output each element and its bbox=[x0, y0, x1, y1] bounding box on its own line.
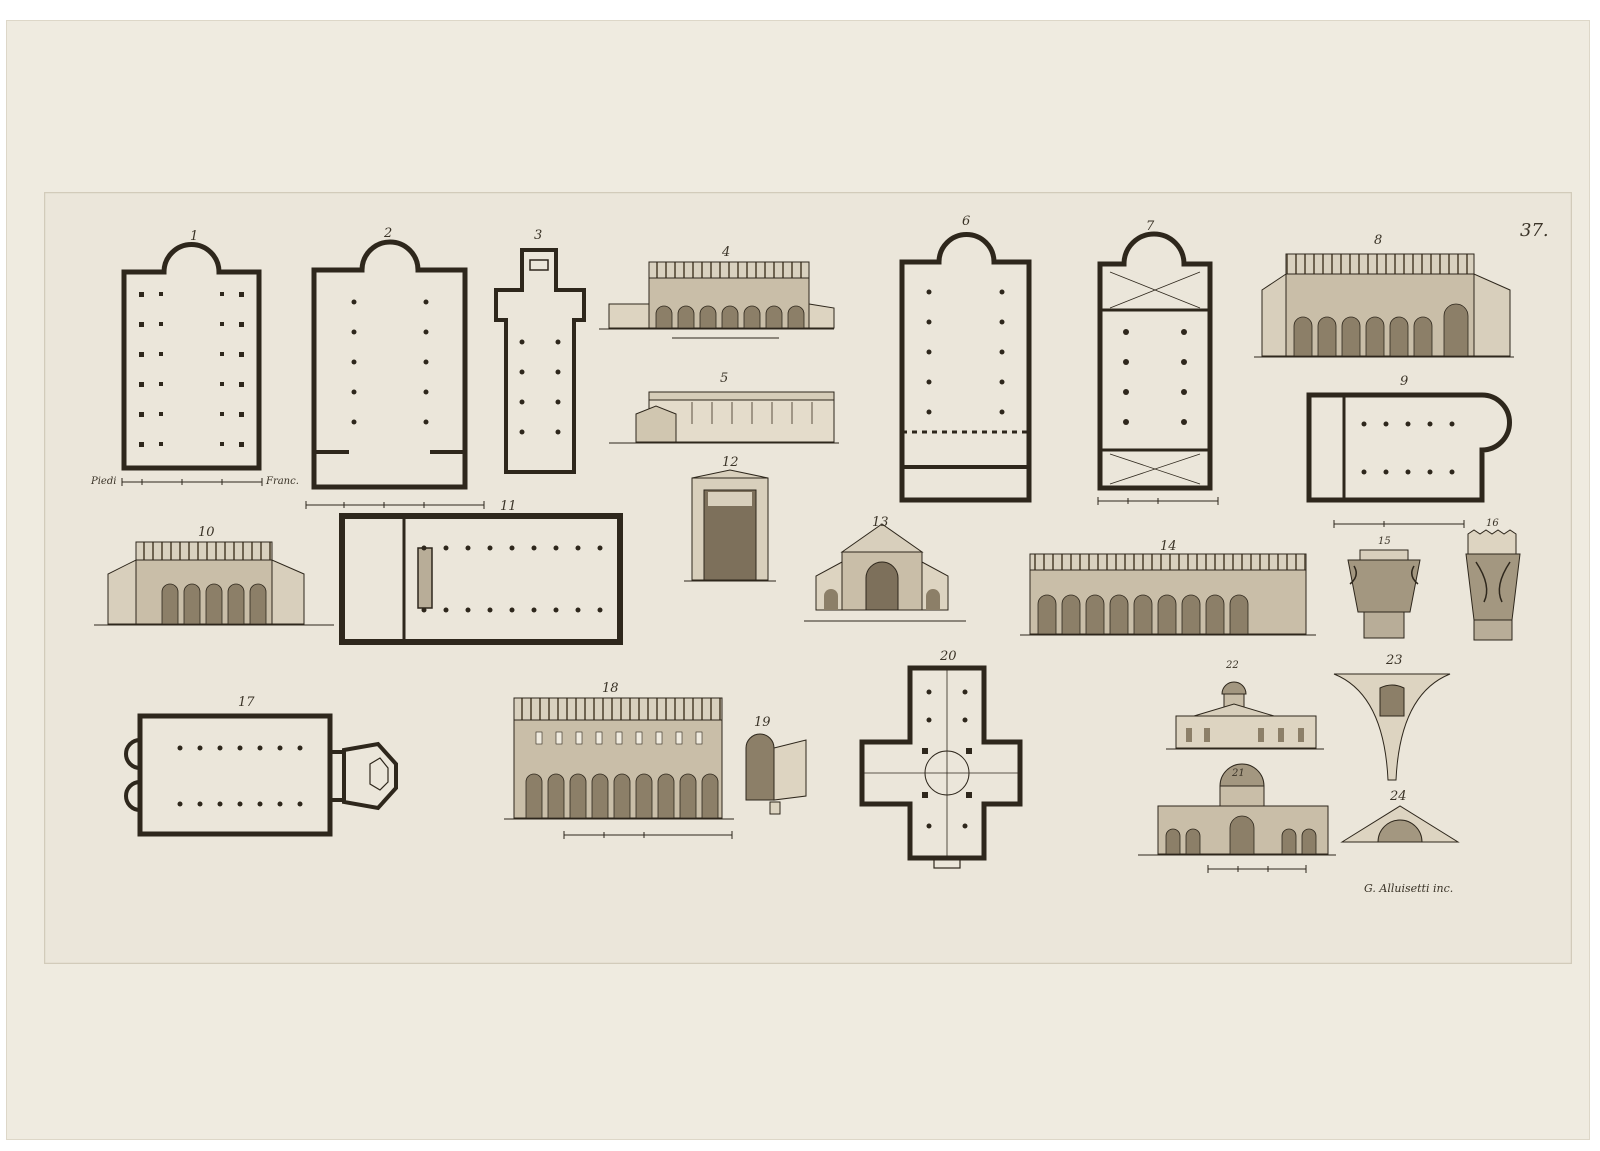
figure-4-number: 4 bbox=[721, 245, 730, 260]
figure-1-number: 1 bbox=[190, 229, 198, 244]
figure-6-plan bbox=[899, 232, 1032, 503]
figure-12-portal bbox=[684, 469, 776, 582]
figure-8-number: 8 bbox=[1374, 233, 1382, 248]
engraver-credit: G. Alluisetti inc. bbox=[1364, 882, 1453, 895]
figure-21-number: 21 bbox=[1231, 768, 1245, 779]
figure-14-number: 14 bbox=[1160, 539, 1177, 554]
scale-bar-2 bbox=[305, 501, 485, 509]
figure-12-number: 12 bbox=[722, 455, 739, 470]
scale-bar-7 bbox=[1097, 497, 1219, 505]
engraved-plate: 37. 1 Piedi Franc. 2 bbox=[43, 191, 1573, 965]
figure-8-section bbox=[1254, 253, 1514, 358]
figure-2-number: 2 bbox=[383, 226, 392, 241]
figure-13-section bbox=[804, 523, 966, 622]
scale-bar-18 bbox=[563, 831, 733, 839]
scale-bar-21 bbox=[1207, 865, 1307, 873]
page-number: 37. bbox=[1520, 220, 1549, 241]
figure-17-plan bbox=[124, 713, 398, 837]
figure-22-elevation bbox=[1166, 681, 1324, 750]
figure-19-niche bbox=[745, 733, 807, 815]
figure-17-number: 17 bbox=[238, 695, 255, 710]
figure-7-plan bbox=[1097, 231, 1213, 491]
figure-1-plan bbox=[121, 242, 262, 471]
figure-21-section bbox=[1138, 763, 1336, 856]
figure-9-number: 9 bbox=[1400, 374, 1408, 389]
figure-6-number: 6 bbox=[962, 214, 970, 229]
figure-24-pediment bbox=[1340, 805, 1460, 843]
figure-9-plan bbox=[1306, 392, 1512, 503]
figure-16-capital bbox=[1465, 529, 1521, 641]
figure-23-vault bbox=[1333, 673, 1451, 781]
figure-20-number: 20 bbox=[939, 649, 957, 664]
figure-16-number: 16 bbox=[1486, 518, 1499, 529]
figure-4-section bbox=[599, 261, 835, 339]
scale-label-piedi: Piedi bbox=[90, 476, 116, 487]
figure-15-number: 15 bbox=[1378, 536, 1391, 547]
figure-7-number: 7 bbox=[1146, 219, 1155, 234]
figure-2-plan bbox=[311, 239, 468, 490]
figure-11-number: 11 bbox=[500, 499, 517, 514]
figure-23-number: 23 bbox=[1385, 653, 1403, 668]
scale-bar-9 bbox=[1333, 520, 1465, 528]
plate-drawing: 37. 1 Piedi Franc. 2 bbox=[43, 191, 1573, 965]
figure-19-number: 19 bbox=[754, 715, 771, 730]
figure-10-section bbox=[94, 541, 334, 626]
figure-5-elevation bbox=[609, 391, 839, 444]
figure-5-number: 5 bbox=[720, 371, 728, 386]
figure-3-plan bbox=[494, 248, 586, 474]
figure-20-plan bbox=[859, 665, 1023, 869]
figure-22-number: 22 bbox=[1225, 660, 1239, 671]
figure-15-capital bbox=[1347, 549, 1421, 639]
figure-3-number: 3 bbox=[534, 228, 542, 243]
scale-label-franc: Franc. bbox=[265, 476, 299, 487]
scale-bar-1 bbox=[121, 478, 263, 486]
figure-14-section bbox=[1020, 553, 1316, 636]
figure-18-number: 18 bbox=[602, 681, 619, 696]
figure-13-number: 13 bbox=[872, 515, 889, 530]
figure-10-number: 10 bbox=[198, 525, 215, 540]
figure-18-section bbox=[504, 697, 734, 820]
figure-11-plan bbox=[339, 513, 623, 645]
figure-24-number: 24 bbox=[1389, 789, 1407, 804]
